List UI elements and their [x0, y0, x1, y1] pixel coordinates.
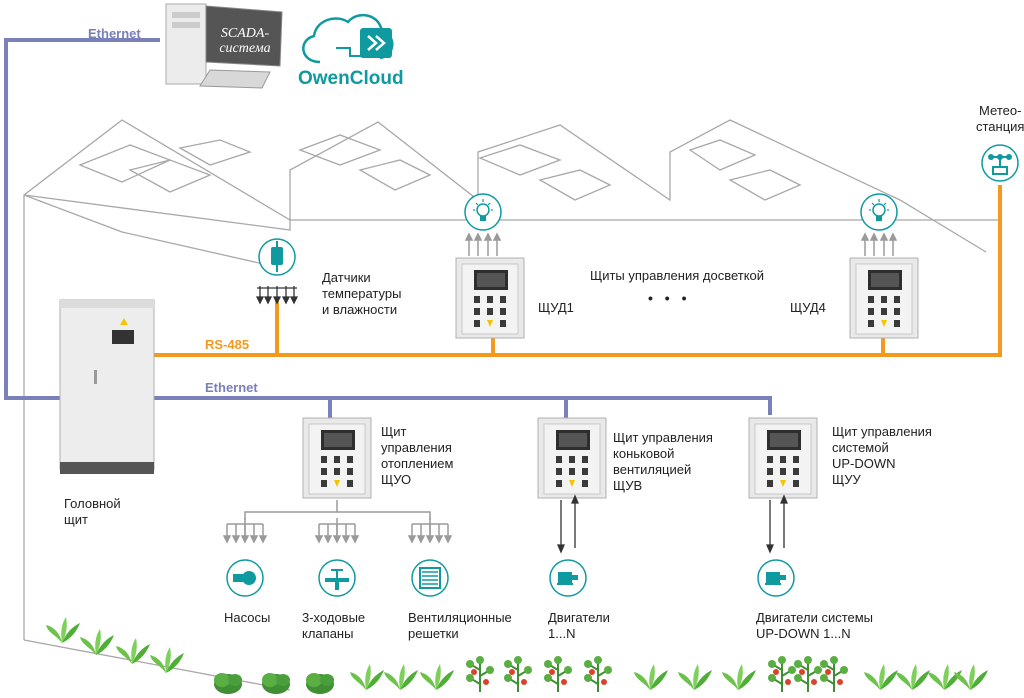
meteo-label: Метео- станция — [976, 103, 1024, 134]
motor-icon — [549, 559, 587, 597]
scada-label: SCADA- система — [219, 26, 271, 56]
sensor-icon — [255, 238, 299, 305]
grille-icon — [411, 559, 449, 597]
pumps-label: Насосы — [224, 610, 271, 625]
meteo-station-icon — [981, 144, 1019, 182]
vent-panel-label: Щит управления коньковой вентиляцией ЩУВ — [613, 430, 713, 493]
lighting-title: Щиты управления досветкой — [590, 268, 765, 283]
heating-panel-cabinet — [302, 417, 372, 499]
pump-icon — [226, 559, 264, 597]
greenhouse-outline — [23, 119, 1000, 691]
ethernet-top-label: Ethernet — [88, 26, 141, 41]
rs485-label: RS-485 — [205, 337, 250, 352]
ethernet-main-label: Ethernet — [205, 380, 258, 395]
motors-label: Двигатели 1...N — [548, 610, 610, 641]
lighting-panel-4 — [849, 193, 919, 339]
lamp-icon — [860, 193, 898, 231]
updown-motors-label: Двигатели системы UP-DOWN 1...N — [756, 610, 874, 641]
vent-panel-cabinet — [537, 417, 607, 499]
valves-label: 3-ходовые клапаны — [302, 610, 366, 641]
lighting-panel-4-label: ЩУД4 — [790, 300, 826, 315]
main-panel-label: Головной щит — [64, 496, 121, 527]
updown-panel-cabinet — [748, 417, 818, 499]
cloud-icon — [302, 13, 394, 64]
valve-icon — [318, 559, 356, 597]
lamp-icon — [464, 193, 502, 231]
rs485-line — [150, 185, 1002, 357]
grilles-label: Вентиляционные решетки — [408, 610, 512, 641]
heating-panel-label: Щит управления отоплением ЩУО — [381, 424, 454, 487]
main-panel-cabinet — [59, 299, 155, 474]
computer-icon — [165, 3, 283, 89]
sensors-label: Датчики температуры и влажности — [322, 270, 402, 317]
updown-panel-label: Щит управления системой UP-DOWN ЩУУ — [832, 424, 932, 487]
motor-icon — [757, 559, 795, 597]
cloud-label: OwenCloud — [298, 68, 404, 89]
lighting-panel-1-label: ЩУД1 — [538, 300, 574, 315]
ellipsis: • • • — [648, 290, 691, 306]
lighting-panel-1 — [455, 193, 525, 339]
ethernet-line — [4, 38, 772, 415]
